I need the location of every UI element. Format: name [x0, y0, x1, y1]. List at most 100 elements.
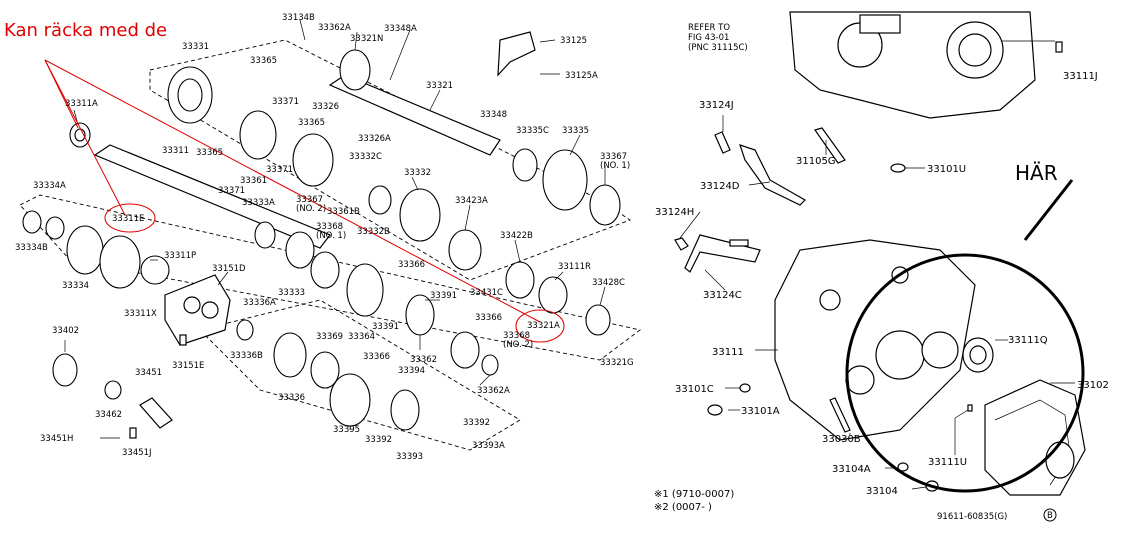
label-33111: 33111 — [712, 347, 744, 358]
label-33371b: 33371 — [266, 165, 293, 175]
label-33111J: 33111J — [1063, 71, 1098, 82]
footnote-2: ※2 (0007- ) — [654, 502, 712, 513]
label-33326: 33326 — [312, 102, 339, 112]
label-33111R: 33111R — [558, 262, 591, 272]
left-exploded-view — [19, 19, 642, 451]
label-33151E: 33151E — [172, 361, 204, 371]
refer-line-3: (PNC 31115C) — [688, 43, 748, 53]
label-33371a: 33371 — [272, 97, 299, 107]
label-33402: 33402 — [52, 326, 79, 336]
label-33334B: 33334B — [15, 243, 48, 253]
label-33366a: 33366 — [398, 260, 425, 270]
label-33311A: 33311A — [65, 99, 98, 109]
label-33101A: 33101A — [741, 406, 780, 417]
annotation-note: Kan räcka med de — [4, 20, 167, 41]
label-33125A: 33125A — [565, 71, 598, 81]
label-33365b: 33365 — [298, 118, 325, 128]
label-33332C: 33332C — [349, 152, 382, 162]
label-33321: 33321 — [426, 81, 453, 91]
label-33368a-no: (NO. 1) — [316, 231, 346, 241]
label-33348: 33348 — [480, 110, 507, 120]
label-33334A: 33334A — [33, 181, 66, 191]
label-33391b: 33391 — [372, 322, 399, 332]
label-33348A: 33348A — [384, 24, 417, 34]
mark-letter: B — [1047, 511, 1053, 521]
label-33395: 33395 — [333, 425, 360, 435]
label-33367b-no: (NO. 2) — [296, 204, 326, 214]
label-33124J: 33124J — [699, 100, 734, 111]
label-33423A: 33423A — [455, 196, 488, 206]
label-33125: 33125 — [560, 36, 587, 46]
label-33368b: 33368 — [503, 331, 530, 341]
label-33392b: 33392 — [365, 435, 392, 445]
label-33362A-2: 33362A — [477, 386, 510, 396]
label-33367a: 33367 — [600, 152, 627, 162]
label-33366b: 33366 — [475, 313, 502, 323]
refer-note: REFER TO FIG 43-01 (PNC 31115C) — [688, 23, 748, 53]
label-33361B: 33361B — [327, 207, 360, 217]
label-33371c: 33371 — [218, 186, 245, 196]
right-labels: 33111J 33124J 31105G 33101U 33124D 33124… — [655, 71, 1109, 497]
label-33422B: 33422B — [500, 231, 533, 241]
label-33151D: 33151D — [212, 264, 246, 274]
label-33391a: 33391 — [430, 291, 457, 301]
label-33365a: 33365 — [250, 56, 277, 66]
label-33111U: 33111U — [928, 457, 967, 468]
annotation-har: HÄR — [1015, 161, 1058, 185]
label-33364: 33364 — [348, 332, 375, 342]
right-exploded-view — [674, 11, 1086, 496]
label-33451J: 33451J — [122, 448, 152, 458]
highlight-pointer — [1023, 179, 1074, 241]
label-33392a: 33392 — [463, 418, 490, 428]
label-33336: 33336 — [278, 393, 305, 403]
label-33368b-no: (NO. 2) — [503, 340, 533, 350]
label-33333A: 33333A — [242, 198, 275, 208]
label-33311P: 33311P — [164, 251, 196, 261]
label-33101U: 33101U — [927, 164, 966, 175]
refer-line-2: FIG 43-01 — [688, 33, 729, 43]
label-33362A: 33362A — [318, 23, 351, 33]
label-33365c: 33365 — [196, 148, 223, 158]
label-33394: 33394 — [398, 366, 425, 376]
label-33134B: 33134B — [282, 13, 315, 23]
label-33104: 33104 — [866, 486, 898, 497]
label-33326A: 33326A — [358, 134, 391, 144]
label-33428C: 33428C — [592, 278, 625, 288]
label-33367a-no: (NO. 1) — [600, 161, 630, 171]
label-33124H: 33124H — [655, 207, 694, 218]
label-33321G: 33321G — [600, 358, 634, 368]
label-33311: 33311 — [162, 146, 189, 156]
refer-line-1: REFER TO — [688, 23, 730, 33]
label-33369: 33369 — [316, 332, 343, 342]
mark-circle — [1043, 508, 1057, 522]
label-33462: 33462 — [95, 410, 122, 420]
label-33311X: 33311X — [124, 309, 157, 319]
label-33367b: 33367 — [296, 195, 323, 205]
label-33321A: 33321A — [527, 321, 560, 331]
highlight-circle — [845, 253, 1085, 493]
label-33101C: 33101C — [675, 384, 714, 395]
label-33431C: 33431C — [470, 288, 503, 298]
footnotes: ※1 (9710-0007) ※2 (0007- ) 91611-60835(G… — [654, 489, 1057, 522]
label-33102: 33102 — [1077, 380, 1109, 391]
label-33335: 33335 — [562, 126, 589, 136]
label-33451H: 33451H — [40, 434, 73, 444]
label-33393A: 33393A — [472, 441, 505, 451]
label-33336A: 33336A — [243, 298, 276, 308]
label-33124D: 33124D — [700, 181, 740, 192]
label-33124C: 33124C — [703, 290, 742, 301]
label-33030B: 33030B — [822, 434, 861, 445]
label-33104A: 33104A — [832, 464, 871, 475]
label-33335C: 33335C — [516, 126, 549, 136]
label-31105G: 31105G — [796, 156, 836, 167]
label-33332B: 33332B — [357, 227, 390, 237]
label-33334: 33334 — [62, 281, 89, 291]
label-33362: 33362 — [410, 355, 437, 365]
label-33333: 33333 — [278, 288, 305, 298]
label-33451: 33451 — [135, 368, 162, 378]
label-33366c: 33366 — [363, 352, 390, 362]
label-33311E: 33311E — [112, 214, 144, 224]
label-33331: 33331 — [182, 42, 209, 52]
label-33361: 33361 — [240, 176, 267, 186]
